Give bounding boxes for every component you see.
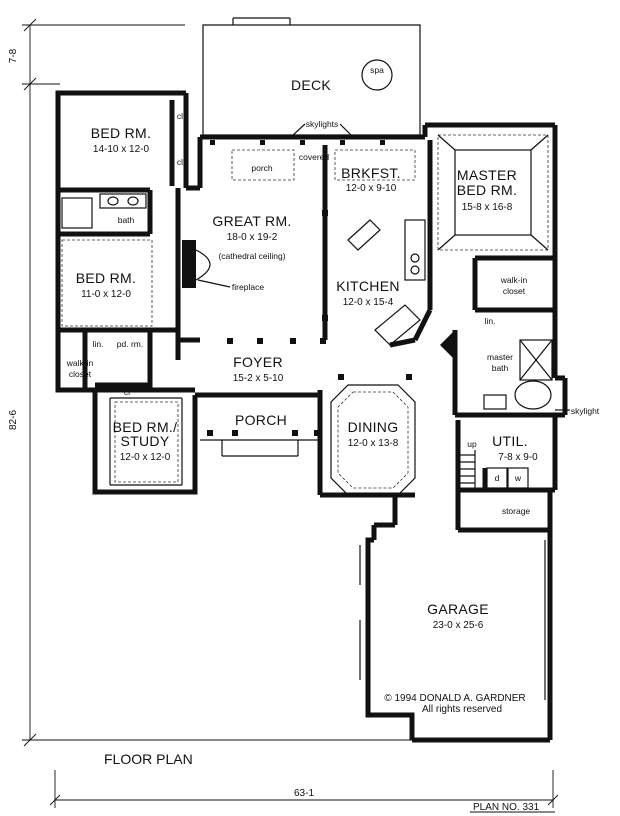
- dryer: [486, 467, 508, 489]
- room-dim-foyer: 15-2 x 5-10: [233, 373, 284, 384]
- room-note-great: (cathedral ceiling): [218, 251, 285, 261]
- spa-tub: [361, 59, 393, 91]
- room-name-master-line1: MASTER: [457, 167, 517, 183]
- interior-walls: [58, 100, 555, 533]
- room-dim-dining: 12-0 x 13-8: [348, 438, 399, 449]
- spa-label: spa: [370, 65, 384, 75]
- room-name-study-line2: STUDY: [121, 433, 170, 449]
- dryer-label: d: [495, 473, 500, 483]
- room-name-garage: GARAGE: [427, 601, 489, 617]
- room-dim-util: 7-8 x 9-0: [498, 452, 538, 463]
- bathtub: [61, 197, 93, 229]
- room-name-kitchen: KITCHEN: [336, 278, 400, 294]
- garage-openings: [359, 540, 546, 700]
- room-dim-study: 12-0 x 12-0: [120, 452, 171, 463]
- linen-label-1: lin.: [93, 339, 104, 349]
- room-name-porch: PORCH: [235, 412, 287, 428]
- walkin-closet-1-line1: walk-in: [66, 358, 94, 368]
- fireplace-label: fireplace: [232, 282, 264, 292]
- master-bath-line1: master: [487, 352, 513, 362]
- room-name-brkfst: BRKFST.: [341, 165, 401, 181]
- room-name-dining: DINING: [348, 419, 399, 435]
- copyright-line2: All rights reserved: [422, 704, 502, 715]
- master-tub: [514, 380, 552, 410]
- room-dim-master: 15-8 x 16-8: [462, 202, 513, 213]
- master-bath-line2: bath: [492, 363, 509, 373]
- overall-depth-dimension: 82-6: [8, 410, 19, 430]
- overall-width-dimension: 63-1: [294, 788, 314, 799]
- powder-room-label: pd. rm.: [117, 339, 143, 349]
- room-name-bed1: BED RM.: [91, 125, 151, 141]
- closet-label-1: cl: [177, 111, 183, 121]
- covered-porch-label-2: porch: [251, 163, 273, 173]
- stairs-up-label: up: [467, 439, 477, 449]
- plan-number: PLAN NO. 331: [473, 802, 540, 813]
- room-dim-bed1: 14-10 x 12-0: [93, 144, 150, 155]
- covered-porch-label-1: covered: [299, 152, 330, 162]
- fireplace-hearth: [182, 240, 196, 288]
- storage-label: storage: [502, 506, 531, 516]
- ceiling-outlines: [61, 134, 549, 496]
- room-dim-brkfst: 12-0 x 9-10: [346, 183, 397, 194]
- room-name-master-line2: BED RM.: [457, 182, 517, 198]
- room-dim-great: 18-0 x 19-2: [227, 232, 278, 243]
- room-dim-kitchen: 12-0 x 15-4: [343, 297, 394, 308]
- columns: [207, 140, 412, 436]
- walkin-closet-2-line2: closet: [503, 286, 526, 296]
- room-dim-garage: 23-0 x 25-6: [433, 620, 484, 631]
- linen-label-2: lin.: [485, 316, 496, 326]
- walkin-closet-2-line1: walk-in: [500, 275, 528, 285]
- floor-plan-title: FLOOR PLAN: [104, 751, 193, 767]
- washer: [507, 467, 529, 489]
- deck-depth-dimension: 7-8: [8, 48, 19, 63]
- dimension-lines: [22, 18, 559, 813]
- bath-label: bath: [118, 215, 135, 225]
- closet-label-2: cl: [177, 157, 183, 167]
- closet-label-3: cl: [124, 387, 130, 397]
- room-name-util: UTIL.: [492, 433, 528, 449]
- room-name-study-line1: BED RM./: [113, 419, 178, 435]
- fixtures: [61, 193, 553, 490]
- room-name-great: GREAT RM.: [212, 213, 291, 229]
- room-dim-bed2: 11-0 x 12-0: [81, 289, 131, 300]
- room-name-foyer: FOYER: [233, 354, 283, 370]
- stairs: [458, 450, 476, 490]
- skylight-label: skylight: [571, 406, 600, 416]
- skylights-label: skylights: [306, 119, 339, 129]
- walkin-closet-1-line2: closet: [69, 369, 92, 379]
- porch-walls: [195, 392, 320, 457]
- room-name-deck: DECK: [291, 77, 331, 93]
- washer-label: w: [514, 473, 522, 483]
- copyright-line1: © 1994 DONALD A. GARDNER: [384, 693, 525, 704]
- room-name-bed2: BED RM.: [76, 270, 136, 286]
